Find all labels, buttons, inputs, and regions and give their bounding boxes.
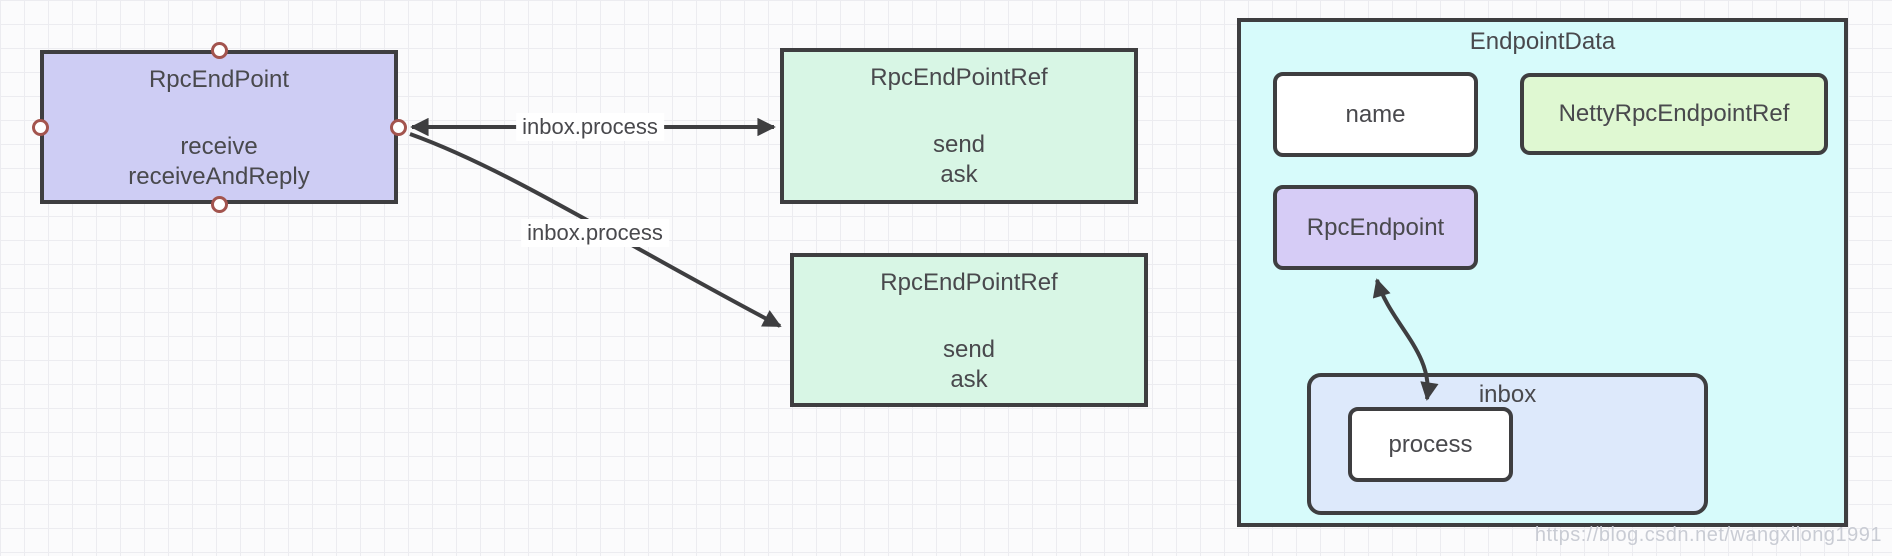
node-rpcendpoint-inner[interactable]: RpcEndpoint [1273,185,1478,270]
node-rpcendpointref-top[interactable]: RpcEndPointRef send ask [780,48,1138,204]
node-rpcendpoint-inner-label: RpcEndpoint [1306,213,1445,241]
connection-port-bottom[interactable] [211,196,228,213]
node-rpcendpointref-top-title: RpcEndPointRef [870,64,1048,91]
method-ask: ask [940,161,978,188]
connection-port-right[interactable] [390,119,407,136]
method-send: send [932,131,986,158]
group-inbox-title: inbox [1478,381,1537,408]
method-ask: ask [950,366,988,393]
connection-port-left[interactable] [32,119,49,136]
method-receive-and-reply: receiveAndReply [128,163,310,190]
node-rpcendpoint-methods: receive receiveAndReply [44,132,394,192]
node-rpcendpointref-bottom-methods: send ask [794,335,1144,395]
node-rpcendpointref-bottom[interactable]: RpcEndPointRef send ask [790,253,1148,407]
method-send: send [942,336,996,363]
node-name[interactable]: name [1273,72,1478,157]
method-receive: receive [180,133,258,160]
edge-rpcendpoint-inbox[interactable] [1372,278,1439,401]
edge-label-inbox-process-bottom[interactable]: inbox.process [521,219,669,247]
node-rpcendpointref-bottom-title: RpcEndPointRef [880,269,1058,296]
node-nettyrpcendpointref[interactable]: NettyRpcEndpointRef [1520,73,1828,155]
watermark-url: https://blog.csdn.net/wangxilong1991 [1534,524,1882,546]
node-process-label: process [1388,430,1473,458]
node-nettyrpcendpointref-label: NettyRpcEndpointRef [1558,100,1790,127]
edge-label-inbox-process-top[interactable]: inbox.process [516,113,664,141]
connection-port-top[interactable] [211,42,228,59]
edge-inbox-process-curve[interactable] [409,132,782,328]
group-endpointdata-title: EndpointData [1469,28,1616,55]
node-rpcendpoint-title: RpcEndPoint [148,66,290,93]
node-rpcendpointref-top-methods: send ask [784,130,1134,190]
node-process[interactable]: process [1348,407,1513,482]
node-name-label: name [1345,100,1406,128]
